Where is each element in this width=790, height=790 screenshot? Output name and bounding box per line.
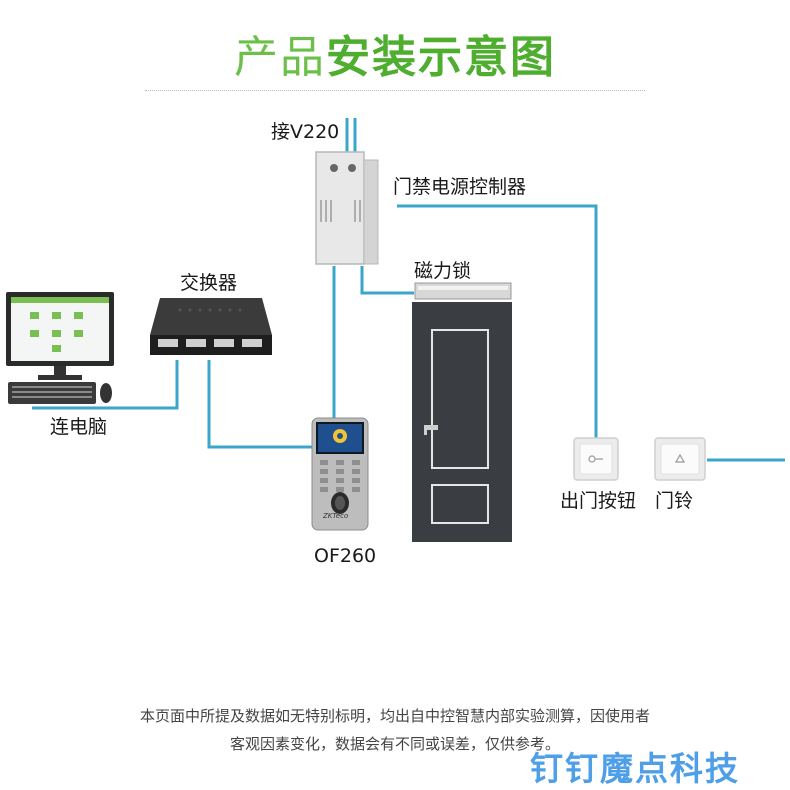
label-exit-button: 出门按钮 [560,490,637,512]
label-power-controller: 门禁电源控制器 [393,176,527,198]
network-switch [150,298,272,355]
title-bold: 安装示意图 [326,32,556,83]
label-pc: 连电脑 [50,416,108,438]
doorbell-device [654,437,706,481]
power-controller-box [315,151,379,265]
page-title: 产品安装示意图 [0,28,790,88]
brand-watermark: 钉钉魔点科技 [530,749,740,788]
title-divider [145,90,645,91]
door [412,302,512,542]
disclaimer-line-1: 本页面中所提及数据如无特别标明，均出自中控智慧内部实验测算，因使用者 [139,707,650,725]
terminal-logo-text: ZKTeco [323,512,349,520]
of260-terminal [311,417,369,531]
wire-controller-to-lock [360,266,414,295]
computer [6,292,114,404]
wire-controller-to-exit [397,204,598,440]
wire-switch-to-pc [32,360,179,410]
exit-button-device [573,437,619,481]
title-light: 产品 [234,32,326,83]
label-magnetic-lock: 磁力锁 [414,260,472,282]
disclaimer-line-2: 客观因素变化，数据会有不同或误差，仅供参考。 [229,735,560,753]
magnetic-lock-device [414,282,512,300]
label-power-input: 接V220 [271,121,340,143]
label-terminal: OF260 [314,545,377,567]
wire-switch-to-terminal [207,360,312,449]
label-doorbell: 门铃 [655,490,694,512]
wires [32,118,785,462]
label-switch: 交换器 [180,272,238,294]
